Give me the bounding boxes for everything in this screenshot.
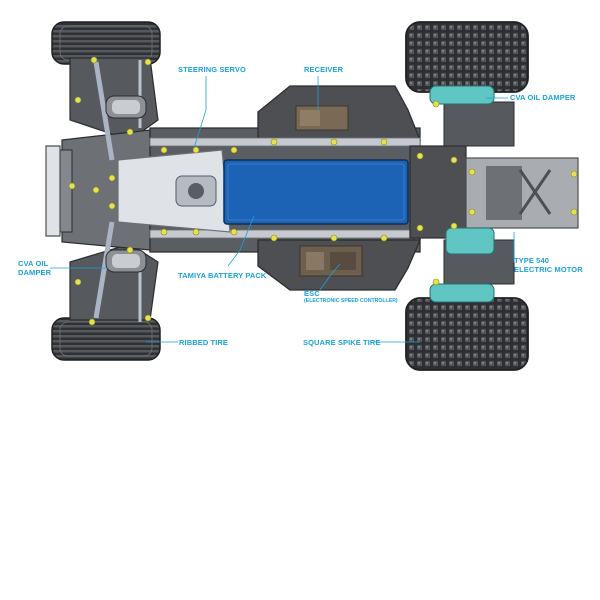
callout-square-spike-tire: SQUARE SPIKE TIRE — [303, 338, 381, 347]
callout-steering-servo: STEERING SERVO — [178, 65, 246, 74]
rear-right-spike-tire — [405, 297, 529, 371]
rear-cva-oil-damper — [429, 85, 495, 303]
receiver — [295, 105, 349, 131]
callout-receiver: RECEIVER — [304, 65, 344, 74]
callout-leader-lines — [50, 76, 515, 343]
leader-esc — [319, 263, 341, 291]
electric-motor — [445, 227, 495, 255]
steering-servo — [117, 149, 231, 233]
callout-esc-title: ESC — [304, 289, 320, 298]
callout-cva-front-line2: DAMPER — [18, 268, 52, 277]
callout-cva-front-line1: CVA OIL — [18, 259, 49, 268]
leader-battery — [227, 215, 255, 267]
front-left-ribbed-tire — [51, 21, 161, 65]
callout-motor-line1: TYPE 540 — [514, 256, 549, 265]
callout-motor-line2: ELECTRIC MOTOR — [514, 265, 583, 274]
callout-esc-full: (ELECTRONIC SPEED CONTROLLER) — [304, 298, 398, 304]
callout-cva-oil-damper-rear: CVA OIL DAMPER — [510, 93, 576, 102]
callout-cva-oil-damper-front: CVA OIL DAMPER — [18, 259, 51, 277]
rear-gearbox — [409, 101, 579, 285]
esc-unit — [299, 245, 363, 277]
callout-esc: ESC (ELECTRONIC SPEED CONTROLLER) — [304, 289, 398, 305]
leader-steering-servo — [193, 76, 207, 149]
rear-left-spike-tire — [405, 21, 529, 93]
callout-battery-pack: TAMIYA BATTERY PACK — [178, 271, 267, 280]
callout-ribbed-tire: RIBBED TIRE — [179, 338, 229, 347]
front-cva-oil-damper — [105, 95, 147, 273]
front-right-ribbed-tire — [51, 317, 161, 361]
battery-pack — [223, 159, 409, 225]
callout-electric-motor: TYPE 540 ELECTRIC MOTOR — [514, 256, 583, 274]
chassis-screws — [68, 56, 578, 326]
